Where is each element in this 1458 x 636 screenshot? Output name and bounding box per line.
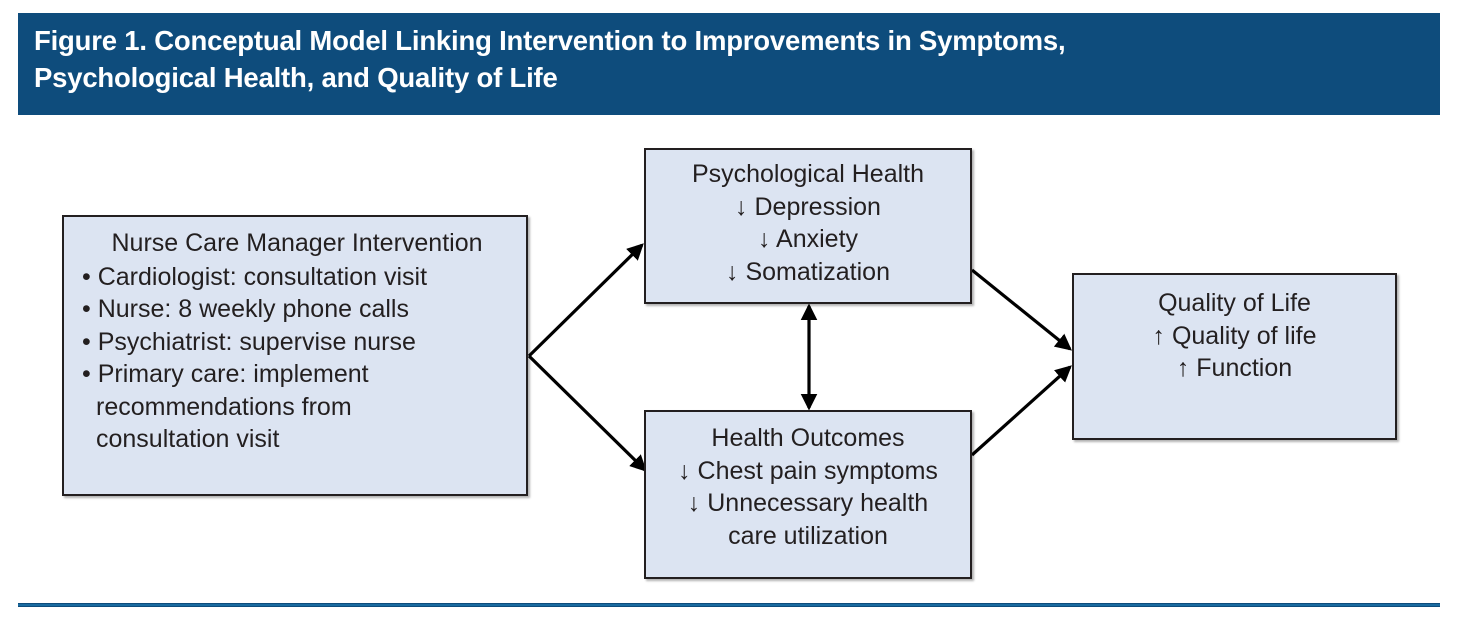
node-intervention-bullet: Nurse: 8 weekly phone calls <box>82 293 512 326</box>
node-quality-of-life: Quality of Life ↑ Quality of life ↑ Func… <box>1072 273 1397 440</box>
node-health-outcomes-item: ↓ Unnecessary health care utilization <box>687 489 929 550</box>
arrow-health-outcomes-to-quality-of-life <box>970 365 1072 457</box>
node-psychological-health-item: ↓ Depression <box>735 192 881 221</box>
node-psychological-health-item: ↓ Somatization <box>726 257 890 286</box>
node-psychological-health: Psychological Health ↓ Depression ↓ Anxi… <box>644 148 972 304</box>
figure-bottom-rule <box>18 603 1440 607</box>
node-quality-of-life-item: ↑ Quality of life <box>1152 321 1317 350</box>
node-intervention-bullet: Primary care: implement recommendations … <box>82 358 512 456</box>
node-intervention-bullet: Cardiologist: consultation visit <box>82 261 512 294</box>
node-psychological-health-title: Psychological Health <box>691 160 925 188</box>
figure-title-banner: Figure 1. Conceptual Model Linking Inter… <box>18 13 1440 115</box>
node-quality-of-life-item: ↑ Function <box>1176 354 1293 382</box>
arrow-intervention-to-health-outcomes <box>527 354 647 472</box>
node-health-outcomes-title: Health Outcomes <box>711 424 905 452</box>
node-nurse-care-manager-intervention: Nurse Care Manager Intervention Cardiolo… <box>62 215 528 496</box>
figure-title-text: Figure 1. Conceptual Model Linking Inter… <box>34 25 1066 93</box>
node-health-outcomes: Health Outcomes ↓ Chest pain symptoms ↓ … <box>644 410 972 579</box>
conceptual-model-diagram: Nurse Care Manager Intervention Cardiolo… <box>0 115 1458 605</box>
node-intervention-title: Nurse Care Manager Intervention <box>111 229 483 257</box>
node-psychological-health-item: ↓ Anxiety <box>757 225 859 253</box>
arrow-psychological-health-to-quality-of-life <box>970 268 1072 351</box>
node-intervention-bullet-list: Cardiologist: consultation visit Nurse: … <box>82 261 512 456</box>
arrow-intervention-to-psychological-health <box>527 243 644 358</box>
node-quality-of-life-title: Quality of Life <box>1158 289 1311 317</box>
node-health-outcomes-item: ↓ Chest pain symptoms <box>678 456 938 485</box>
node-intervention-bullet: Psychiatrist: supervise nurse <box>82 326 512 359</box>
